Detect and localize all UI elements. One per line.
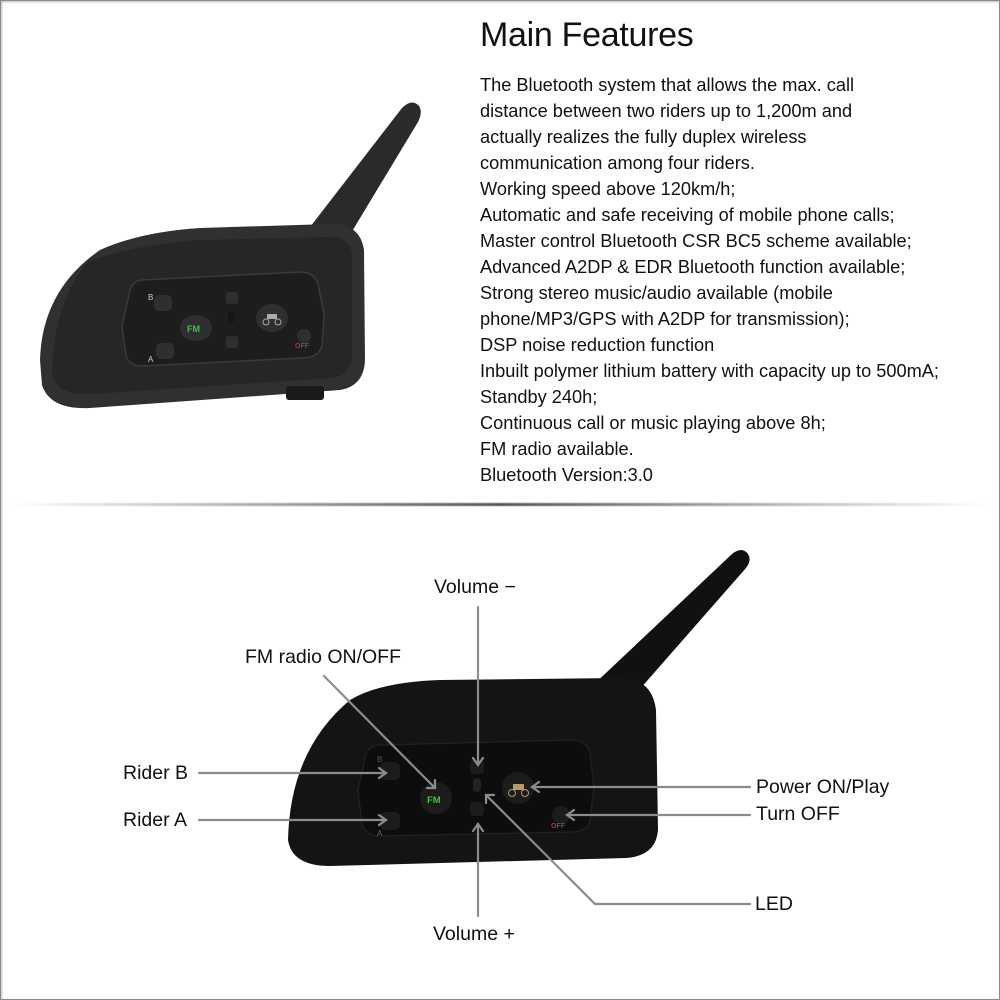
feature-line: Continuous call or music playing above 8… — [480, 413, 826, 433]
label-rider-a: Rider A — [123, 809, 187, 831]
led — [228, 311, 235, 322]
off-button — [297, 329, 311, 343]
svg-text:FM: FM — [427, 795, 441, 806]
feature-line: distance between two riders up to 1,200m… — [480, 101, 853, 121]
feature-line: FM radio available. — [480, 439, 634, 459]
label-turn-off: Turn OFF — [756, 803, 840, 825]
features-list: The Bluetooth system that allows the max… — [480, 72, 939, 488]
feature-line: Bluetooth Version:3.0 — [480, 465, 653, 485]
volume-minus-button — [470, 760, 484, 774]
label-rider-b: Rider B — [123, 762, 189, 784]
svg-text:OFF: OFF — [551, 823, 566, 830]
rider-a-button — [156, 343, 174, 359]
rider-b-button — [380, 762, 400, 780]
volume-plus-button — [226, 336, 238, 348]
label-led: LED — [755, 893, 793, 915]
svg-text:B: B — [377, 755, 382, 764]
led — [473, 778, 481, 792]
feature-line: Strong stereo music/audio available (mob… — [480, 283, 833, 303]
svg-text:FM: FM — [187, 324, 200, 334]
feature-line: The Bluetooth system that allows the max… — [480, 75, 855, 95]
feature-line: Inbuilt polymer lithium battery with cap… — [480, 361, 939, 381]
volume-plus-button — [470, 802, 484, 816]
rider-b-button — [154, 295, 172, 311]
svg-text:OFF: OFF — [295, 343, 310, 350]
off-button — [552, 806, 570, 824]
fm-button — [180, 315, 212, 341]
label-power-play: Power ON/Play — [756, 776, 890, 798]
section-divider — [12, 503, 988, 506]
svg-text:A: A — [377, 829, 383, 838]
volume-minus-button — [226, 292, 238, 304]
label-fm-radio: FM radio ON/OFF — [245, 646, 402, 668]
feature-line: Automatic and safe receiving of mobile p… — [480, 205, 895, 225]
svg-text:A: A — [148, 355, 154, 364]
label-volume-minus: Volume − — [434, 576, 516, 598]
intercom-device-image-top: B A FM OFF — [40, 102, 421, 409]
feature-line: Working speed above 120km/h; — [480, 179, 736, 199]
feature-line: DSP noise reduction function — [480, 335, 715, 355]
svg-text:B: B — [148, 293, 153, 302]
rider-a-button — [380, 812, 400, 830]
feature-line: Advanced A2DP & EDR Bluetooth function a… — [480, 257, 906, 277]
feature-line: actually realizes the fully duplex wirel… — [480, 127, 807, 147]
main-features-title: Main Features — [480, 16, 694, 54]
feature-line: phone/MP3/GPS with A2DP for transmission… — [480, 309, 850, 329]
feature-line: communication among four riders. — [480, 153, 755, 173]
feature-line: Master control Bluetooth CSR BC5 scheme … — [480, 231, 912, 251]
feature-line: Standby 240h; — [480, 387, 598, 407]
fm-button — [420, 782, 452, 814]
label-volume-plus: Volume + — [433, 923, 515, 945]
